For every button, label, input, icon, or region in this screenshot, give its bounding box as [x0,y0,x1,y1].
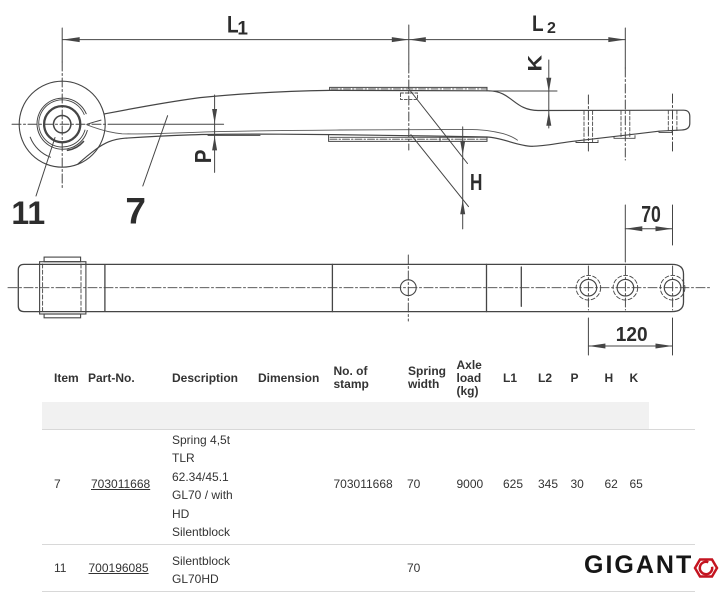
svg-text:L: L [532,11,544,36]
svg-text:H: H [470,169,482,195]
svg-text:11: 11 [11,195,45,231]
svg-text:P: P [190,150,216,164]
svg-text:120: 120 [616,323,648,346]
svg-text:7: 7 [125,190,146,231]
svg-text:1: 1 [237,18,248,39]
svg-text:70: 70 [641,201,661,227]
svg-text:L: L [227,11,239,38]
svg-text:2: 2 [547,20,556,37]
svg-text:K: K [526,55,547,72]
